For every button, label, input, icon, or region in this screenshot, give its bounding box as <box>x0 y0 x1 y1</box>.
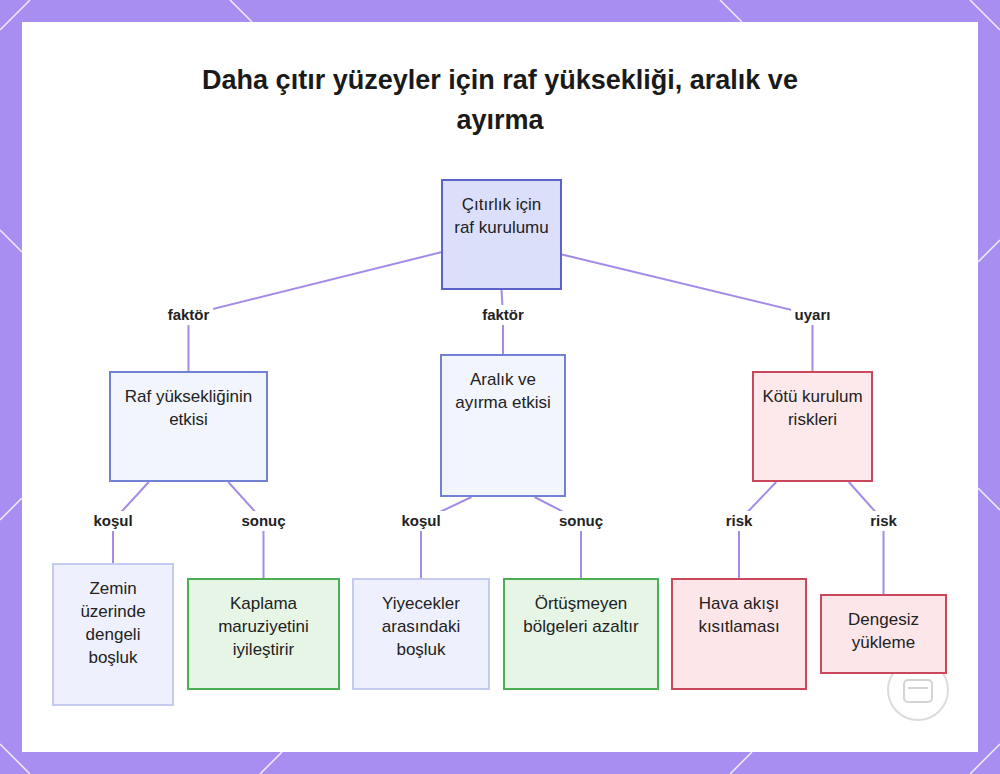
node-text: Örtüşmeyen bölgeleri azaltır <box>513 592 649 638</box>
node-text: Dengesiz yükleme <box>830 608 937 654</box>
connector-line <box>189 252 442 371</box>
node-text: Kaplama maruziyetini iyileştirir <box>197 592 330 661</box>
risk-box: Hava akışı kısıtlaması <box>671 578 807 690</box>
risk-box: Dengesiz yükleme <box>820 594 947 674</box>
root-box: Çıtırlık için raf kurulumu <box>441 179 562 290</box>
node-text: Kötü kurulum riskleri <box>762 385 863 431</box>
node-text: Aralık ve ayırma etkisi <box>450 368 556 414</box>
connector-line <box>535 497 582 578</box>
edge-label: risk <box>866 511 901 531</box>
node-text: Hava akışı kısıtlaması <box>681 592 797 638</box>
edge-label: uyarı <box>791 305 835 325</box>
node-text: Yiyecekler arasındaki boşluk <box>362 592 480 661</box>
edge-label: koşul <box>397 511 444 531</box>
diagram-title: Daha çıtır yüzeyler için raf yüksekliği,… <box>200 60 800 140</box>
condition-box: Zemin üzerinde dengeli boşluk <box>52 563 174 706</box>
edge-label: sonuç <box>555 511 607 531</box>
edge-label: faktör <box>478 305 528 325</box>
result-box: Örtüşmeyen bölgeleri azaltır <box>503 578 659 690</box>
factor-box: Aralık ve ayırma etkisi <box>440 354 566 497</box>
edge-label: koşul <box>89 511 136 531</box>
connector-line <box>421 497 472 578</box>
edge-label: sonuç <box>237 511 289 531</box>
warning-box: Kötü kurulum riskleri <box>752 371 873 482</box>
node-text: Raf yüksekliğinin etkisi <box>119 385 258 431</box>
edge-label: risk <box>722 511 757 531</box>
condition-box: Yiyecekler arasındaki boşluk <box>352 578 490 690</box>
node-text: Çıtırlık için raf kurulumu <box>451 193 552 239</box>
node-text: Zemin üzerinde dengeli boşluk <box>62 577 164 669</box>
factor-box: Raf yüksekliğinin etkisi <box>109 371 268 482</box>
result-box: Kaplama maruziyetini iyileştirir <box>187 578 340 690</box>
connector-line <box>562 254 813 371</box>
connector-line <box>849 482 884 594</box>
edge-label: faktör <box>164 305 214 325</box>
